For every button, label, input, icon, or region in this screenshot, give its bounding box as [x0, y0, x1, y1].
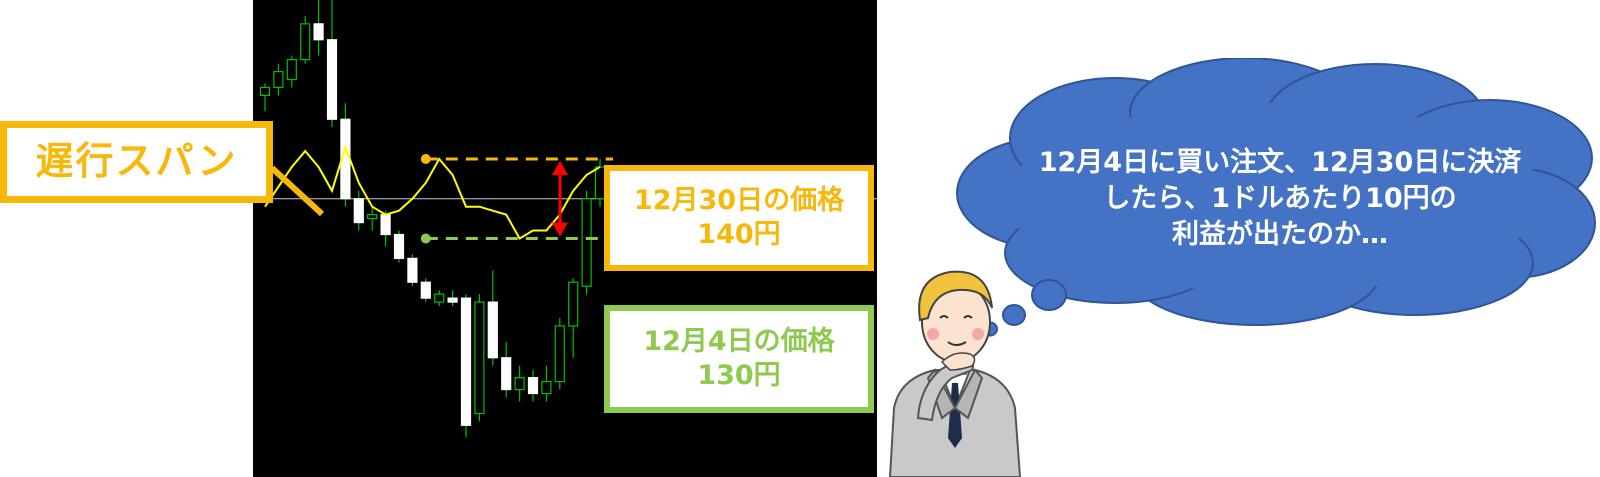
chikou-span-line	[264, 143, 601, 240]
thinking-businessman-illustration	[888, 270, 1022, 477]
dec4-level-point	[420, 233, 431, 244]
dec4-price-text: 130円	[697, 360, 781, 391]
chikou-span-label: 遅行スパン	[0, 121, 273, 203]
candle-body	[568, 281, 579, 327]
candle-body	[420, 281, 431, 299]
candle-body	[380, 214, 391, 236]
candlestick-chart	[253, 0, 877, 438]
thought-text: 12月4日に買い注文、12月30日に決済 したら、1ドルあたり10円の 利益が出…	[985, 145, 1575, 253]
candle-body	[554, 325, 565, 383]
candle-body	[407, 257, 418, 283]
candle-body	[501, 357, 512, 391]
candle-body	[313, 23, 324, 41]
dec30-date-text: 12月30日の価格	[633, 185, 845, 217]
candle-body	[367, 214, 378, 220]
candle-body	[353, 198, 364, 224]
candle-body	[447, 297, 458, 303]
dec4-price-label: 12月4日の価格 130円	[604, 305, 874, 413]
candle-body	[300, 23, 311, 61]
candle-body	[326, 39, 338, 120]
thought-bubble-medium	[1002, 304, 1026, 326]
chikou-pointer-line	[269, 165, 325, 217]
thought-line-3: 利益が出たのか…	[1172, 218, 1388, 250]
dec4-date-text: 12月4日の価格	[643, 326, 835, 358]
thought-cloud	[956, 58, 1596, 337]
dec30-price-label: 12月30日の価格 140円	[604, 165, 874, 271]
candle-body	[460, 297, 472, 426]
candle-body	[259, 86, 271, 96]
thought-line-1: 12月4日に買い注文、12月30日に決済	[1038, 147, 1522, 178]
candle-body	[581, 198, 592, 287]
chikou-span-text: 遅行スパン	[35, 139, 238, 184]
dec30-level-point	[420, 154, 431, 164]
candle-body	[487, 301, 498, 359]
thought-bubble-large	[1031, 279, 1067, 311]
price-difference-arrowhead-up	[552, 161, 568, 175]
thought-line-2: したら、1ドルあたり10円の	[1103, 182, 1457, 214]
price-difference-arrowhead-down	[552, 222, 568, 237]
candle-body	[527, 377, 539, 395]
candle-body	[286, 59, 297, 81]
candle-body	[273, 70, 284, 89]
candle-body	[434, 293, 445, 303]
candle-body	[474, 301, 485, 415]
candle-body	[541, 381, 552, 395]
dec30-price-text: 140円	[697, 219, 781, 250]
candle-body	[393, 233, 405, 259]
candle-body	[514, 377, 525, 391]
